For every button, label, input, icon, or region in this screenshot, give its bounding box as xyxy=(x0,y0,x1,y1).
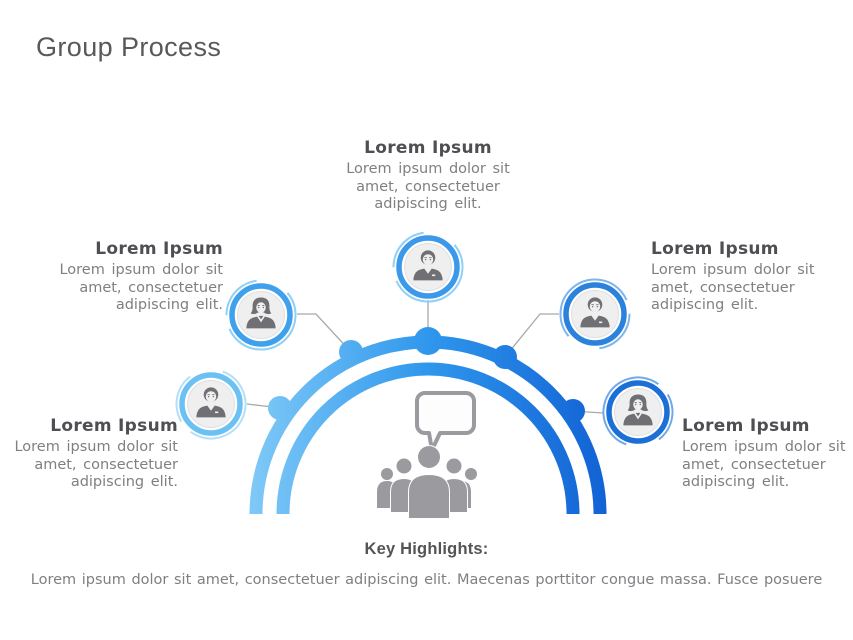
node-body: Lorem ipsum dolor sit amet, consectetuer… xyxy=(59,262,223,314)
group-discussion-icon xyxy=(374,388,484,520)
node-body: Lorem ipsum dolor sit amet, consectetuer… xyxy=(14,439,178,491)
arc-dots xyxy=(268,327,585,423)
people-group-icon xyxy=(376,445,478,519)
connector-upper-right xyxy=(504,313,559,358)
node-heading: Lorem Ipsum xyxy=(50,416,178,436)
node-text: Lorem Ipsum Lorem ipsum dolor sit amet, … xyxy=(2,416,178,492)
node-avatar-badge xyxy=(390,229,466,305)
key-highlights-body: Lorem ipsum dolor sit amet, consectetuer… xyxy=(30,572,823,588)
node-text: Lorem Ipsum Lorem ipsum dolor sit amet, … xyxy=(651,239,829,315)
arc-dot xyxy=(493,345,517,369)
node-avatar-badge xyxy=(223,277,299,353)
connector-upper-left xyxy=(297,313,352,353)
node-heading: Lorem Ipsum xyxy=(95,239,223,259)
node-body: Lorem ipsum dolor sit amet, consectetuer… xyxy=(651,262,815,314)
arc-dot xyxy=(414,327,442,355)
node-text: Lorem Ipsum Lorem ipsum dolor sit amet, … xyxy=(45,239,223,315)
arc-dot xyxy=(339,340,363,364)
key-highlights: Key Highlights: Lorem ipsum dolor sit am… xyxy=(0,540,853,588)
connector-lines xyxy=(246,300,604,414)
node-avatar-badge xyxy=(173,366,249,442)
node-avatar-badge xyxy=(557,276,633,352)
inner-arc xyxy=(276,362,580,515)
arc-dot xyxy=(561,399,585,423)
key-highlights-heading: Key Highlights: xyxy=(364,540,489,558)
node-body: Lorem ipsum dolor sit amet, consectetuer… xyxy=(682,439,846,491)
node-heading: Lorem Ipsum xyxy=(364,138,492,158)
node-heading: Lorem Ipsum xyxy=(682,416,810,436)
node-heading: Lorem Ipsum xyxy=(651,239,779,259)
node-body: Lorem ipsum dolor sit amet, consectetuer… xyxy=(346,161,510,213)
node-text: Lorem Ipsum Lorem ipsum dolor sit amet, … xyxy=(331,138,525,214)
node-text: Lorem Ipsum Lorem ipsum dolor sit amet, … xyxy=(682,416,853,492)
arc-dot xyxy=(268,396,292,420)
node-avatar-badge xyxy=(600,374,676,450)
page-title: Group Process xyxy=(36,32,222,62)
speech-bubble-icon xyxy=(415,391,476,452)
